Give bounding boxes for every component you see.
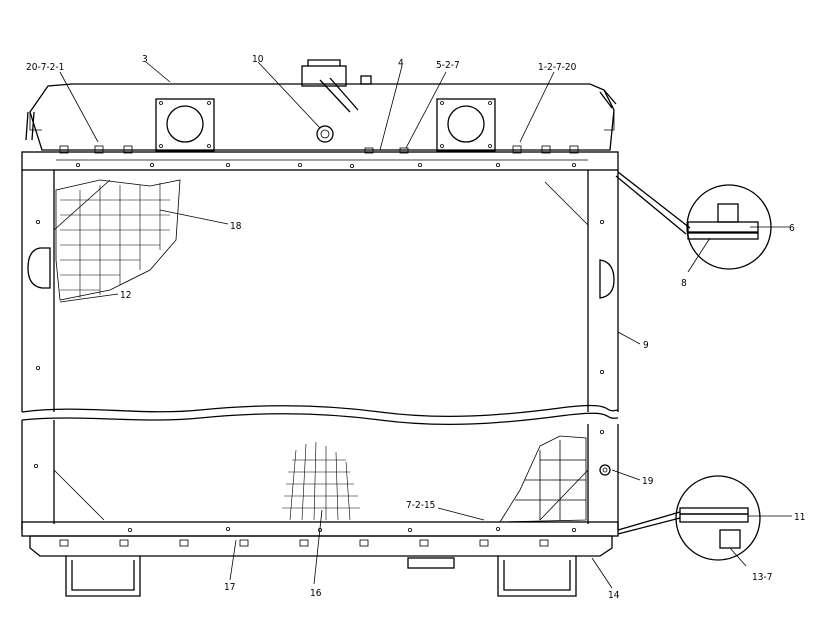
- core-hatch-lower: [282, 441, 360, 521]
- callout-6: 6: [789, 223, 795, 234]
- callout-12: 12: [120, 290, 131, 301]
- callout-3: 3: [142, 54, 148, 65]
- detail-circle-upper: [615, 171, 772, 270]
- top-tank: [25, 59, 617, 154]
- callout-18: 18: [230, 221, 242, 232]
- side-frames-upper: [21, 170, 619, 412]
- callout-14: 14: [608, 590, 620, 601]
- callout-17: 17: [224, 582, 235, 593]
- side-frames-lower: [21, 420, 619, 530]
- callout-8: 8: [681, 278, 687, 289]
- callout-5-2-7: 5-2-7: [436, 60, 460, 71]
- callout-13-7: 13-7: [752, 572, 772, 583]
- upper-rail: [21, 151, 619, 171]
- callout-9: 9: [643, 340, 649, 351]
- callout-7-2-15: 7-2-15: [406, 500, 435, 511]
- leader-lines: [59, 61, 792, 589]
- callout-4: 4: [398, 58, 404, 69]
- detail-circle-lower: [617, 475, 761, 561]
- callout-20-7-2-1: 20-7-2-1: [26, 62, 64, 73]
- core-cutaway-lower-right: [499, 435, 587, 523]
- core-cutaway-upper: [55, 179, 181, 301]
- bottom-tank: [29, 535, 613, 597]
- callout-16: 16: [310, 588, 322, 599]
- callout-11: 11: [794, 512, 805, 523]
- callout-10: 10: [252, 54, 264, 65]
- callout-19: 19: [642, 476, 654, 487]
- callout-labels: 20-7-2-1 3 10 4 5-2-7 1-2-7-20 18 6 8 12…: [26, 54, 805, 601]
- callout-1-2-7-20: 1-2-7-20: [538, 62, 577, 73]
